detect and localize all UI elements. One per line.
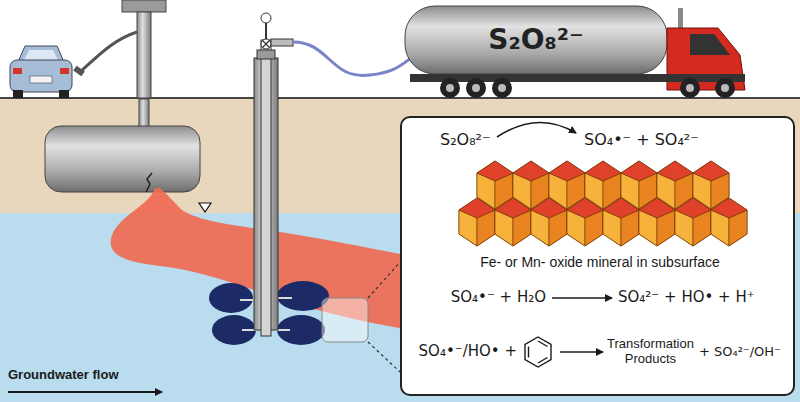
product-text: Transformation Products [607, 337, 694, 367]
reaction-arrows [497, 122, 612, 352]
mineral-octahedra [459, 161, 747, 246]
equation-right: + SO₄²⁻/OH⁻ [699, 345, 781, 360]
tanker-truck [405, 6, 745, 98]
mineral-caption: Fe- or Mn- oxide mineral in subsurface [480, 254, 720, 270]
benzene-ring [525, 337, 551, 367]
flow-arrow [8, 391, 162, 393]
equation-right: SO₄²⁻ + HO• + H⁺ [618, 289, 755, 306]
water-table-symbol [199, 203, 211, 212]
injection-well [254, 13, 414, 336]
underground-tank [45, 126, 200, 192]
tank-label: S₂O₈²⁻ [488, 25, 584, 56]
product-formula: SO₄•⁻ + SO₄²⁻ [584, 131, 699, 149]
flow-label: Groundwater flow [8, 368, 119, 383]
reactant-formula: S₂O₈²⁻ [440, 131, 490, 149]
tanker-tank: S₂O₈²⁻ [405, 6, 667, 74]
inset-panel-ground [401, 117, 794, 395]
equation-left: SO₄•⁻ + H₂O [451, 289, 546, 306]
inset-panel: S₂O₈²⁻ SO₄•⁻ + SO₄²⁻ Fe- or Mn- oxide mine… [400, 116, 795, 396]
ground [0, 98, 800, 402]
gas-pump [73, 0, 166, 127]
car [10, 46, 72, 98]
equation-left: SO₄•⁻/HO• + [419, 343, 517, 360]
inset-pointer [322, 262, 400, 372]
